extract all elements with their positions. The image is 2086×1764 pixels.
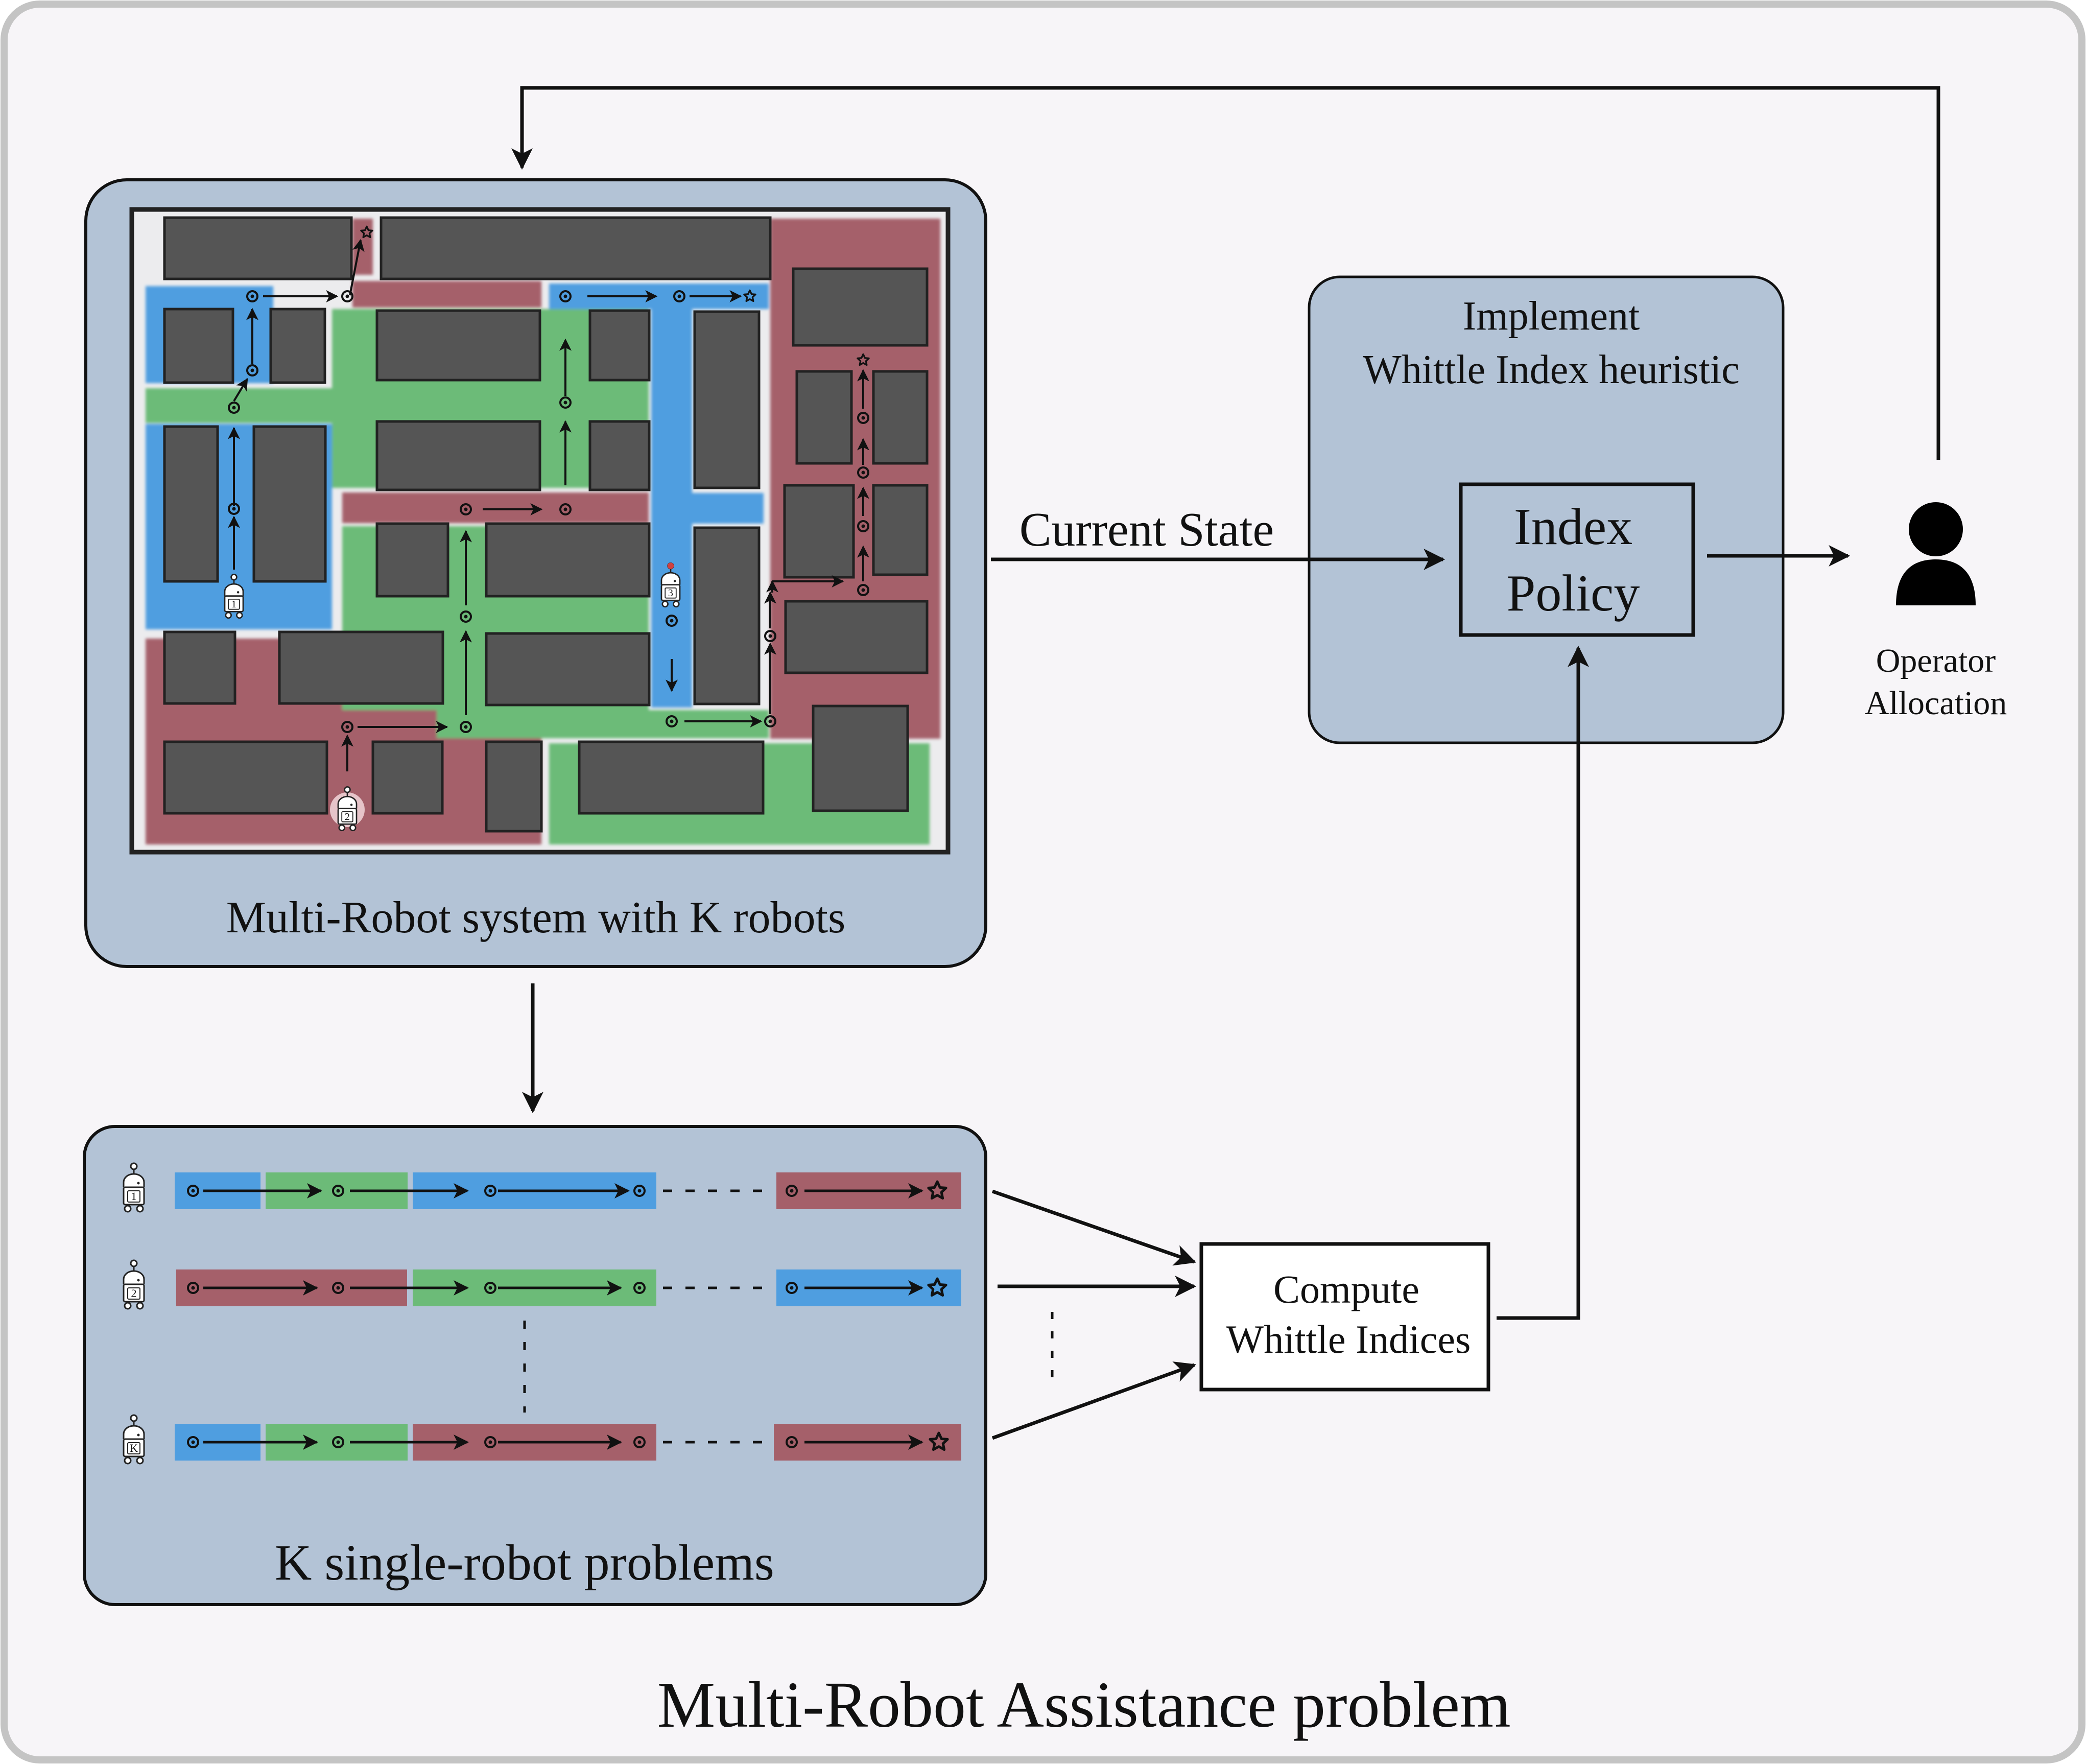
- map-robot-1-icon: 1: [224, 573, 244, 619]
- robot-1-sequence: 1: [123, 1162, 961, 1213]
- operator-label-line2: Allocation: [1865, 685, 2007, 722]
- problems-panel-label: K single-robot problems: [275, 1534, 774, 1591]
- multi-robot-system-panel: 1 3 2 Multi-Robot system with K robots: [84, 178, 987, 968]
- policy-panel-label-line2: Whittle Index heuristic: [1363, 347, 1740, 392]
- compute-line1: Compute: [1273, 1267, 1419, 1311]
- flow-arrows: [511, 86, 1940, 1440]
- policy-panel-label-line1: Implement: [1463, 294, 1640, 339]
- map-robot-2-icon: 2: [337, 786, 358, 832]
- index-policy-box: [1459, 482, 1695, 637]
- index-policy-line1: Index: [1514, 498, 1632, 556]
- single-robot-problems-panel: 1 2: [83, 1125, 987, 1606]
- robot-k-row-icon: K: [123, 1414, 145, 1465]
- map-robot-3-icon: 3: [660, 562, 681, 608]
- svg-text:K: K: [130, 1442, 138, 1454]
- grid-map: 1 3 2: [129, 207, 951, 855]
- row1-to-compute-arrow: [991, 1189, 1196, 1266]
- svg-text:2: 2: [345, 811, 350, 822]
- robot-k-sequence: K: [123, 1414, 961, 1465]
- svg-text:3: 3: [668, 587, 673, 599]
- diagram-title: Multi-Robot Assistance problem: [657, 1668, 1511, 1741]
- robot-2-path: [341, 290, 742, 771]
- svg-text:1: 1: [231, 599, 236, 610]
- compute-whittle-indices-box: Compute Whittle Indices: [1199, 1242, 1490, 1392]
- robot-3-path: [666, 369, 869, 727]
- operator-label-line1: Operator: [1876, 642, 1996, 679]
- svg-text:1: 1: [131, 1190, 137, 1203]
- compute-to-policy-arrow: [1497, 645, 1589, 1320]
- obstacles: [163, 216, 929, 833]
- whittle-policy-panel: Implement Whittle Index heuristic Index …: [1308, 275, 1785, 744]
- robot-2-sequence: 2: [123, 1259, 961, 1310]
- compute-line2: Whittle Indices: [1226, 1317, 1471, 1361]
- rowk-to-compute-arrow: [991, 1361, 1196, 1440]
- current-state-label: Current State: [1020, 503, 1274, 556]
- robot-1-path: [228, 239, 365, 570]
- svg-text:2: 2: [131, 1287, 137, 1300]
- robot-2-row-icon: 2: [123, 1259, 145, 1310]
- system-panel-label: Multi-Robot system with K robots: [226, 893, 846, 943]
- feedback-arrow: [511, 86, 1940, 460]
- operator-person-icon: [1896, 502, 1976, 605]
- robot-1-row-icon: 1: [123, 1162, 145, 1213]
- index-policy-line2: Policy: [1507, 565, 1640, 622]
